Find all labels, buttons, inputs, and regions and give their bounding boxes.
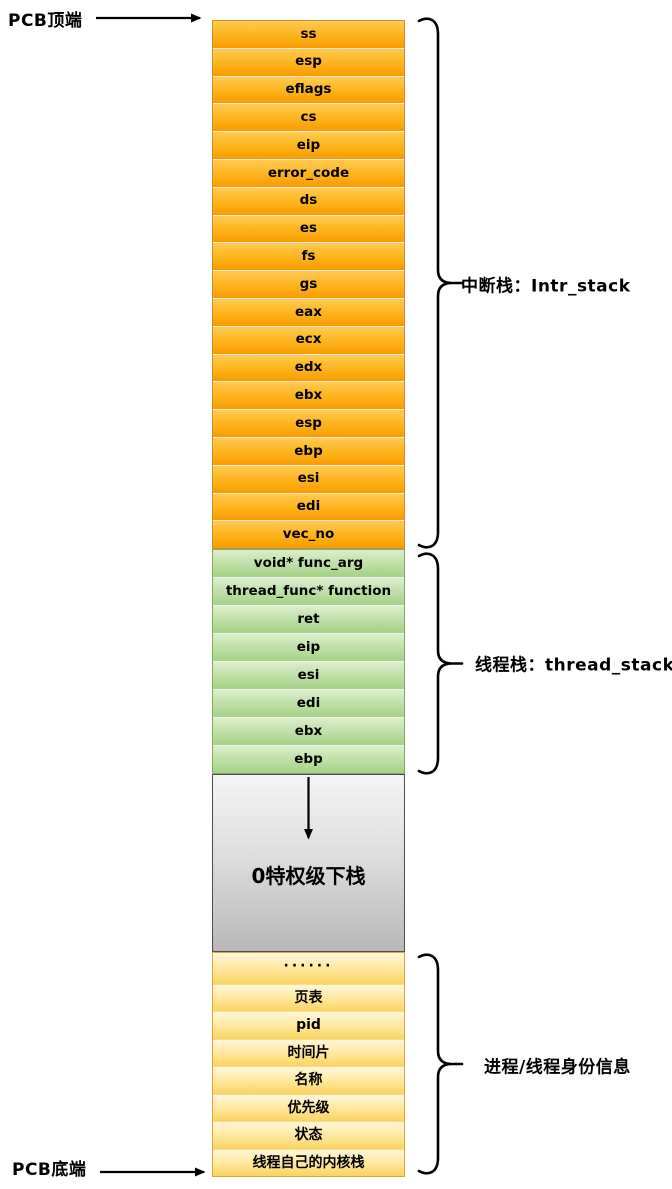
stack-cell: ebx bbox=[213, 382, 404, 411]
stack-cell: es bbox=[213, 215, 404, 244]
stack-cell: ······ bbox=[213, 953, 404, 985]
identity-info-section-label: 进程/线程身份信息 bbox=[484, 1057, 631, 1078]
stack-cell: 优先级 bbox=[213, 1094, 404, 1122]
pcb-bottom-label: PCB底端 bbox=[12, 1160, 87, 1180]
stack-cell: ebp bbox=[213, 746, 404, 773]
stack-cell: ebx bbox=[213, 718, 404, 746]
stack-cell: ecx bbox=[213, 326, 404, 355]
stack-cell: esi bbox=[213, 662, 404, 690]
stack-cell: 名称 bbox=[213, 1067, 404, 1095]
section-zero-privilege-area: 0特权级下栈 bbox=[212, 774, 405, 952]
stack-cell: vec_no bbox=[213, 521, 404, 549]
stack-cell: ret bbox=[213, 606, 404, 634]
thread-stack-brace bbox=[417, 552, 453, 775]
stack-cell: esp bbox=[213, 48, 404, 77]
stack-cell: ebp bbox=[213, 437, 404, 466]
stack-cell: esp bbox=[213, 410, 404, 438]
stack-cell: eip bbox=[213, 132, 404, 160]
stack-cell: fs bbox=[213, 243, 404, 272]
stack-cell: 时间片 bbox=[213, 1039, 404, 1067]
stack-cell: esi bbox=[213, 465, 404, 494]
stack-cell: eip bbox=[213, 634, 404, 662]
zero-privilege-label: 0特权级下栈 bbox=[251, 864, 366, 888]
thread-stack-section-label: 线程栈：thread_stack bbox=[475, 655, 672, 676]
stack-cell: thread_func* function bbox=[213, 578, 404, 606]
stack-cell: error_code bbox=[213, 159, 404, 188]
stack-cell: ss bbox=[213, 21, 404, 49]
stack-cell: cs bbox=[213, 104, 404, 133]
stack-cell: gs bbox=[213, 271, 404, 299]
intr-stack-section-label: 中断栈：Intr_stack bbox=[461, 276, 631, 297]
stack-cell: ds bbox=[213, 187, 404, 216]
stack-cell: 状态 bbox=[213, 1122, 404, 1150]
stack-cell: edi bbox=[213, 690, 404, 718]
stack-cell: edx bbox=[213, 354, 404, 383]
pcb-top-label: PCB顶端 bbox=[8, 11, 83, 31]
stack-cell: eflags bbox=[213, 76, 404, 105]
stack-cell: void* func_arg bbox=[213, 550, 404, 578]
stack-cell: edi bbox=[213, 493, 404, 522]
stack-cell: eax bbox=[213, 298, 404, 327]
identity-info-brace bbox=[417, 953, 453, 1175]
stack-cell: 线程自己的内核栈 bbox=[213, 1149, 404, 1176]
stack-cell: pid bbox=[213, 1012, 404, 1040]
intr-stack-brace bbox=[417, 17, 453, 549]
stack-cell: 页表 bbox=[213, 984, 404, 1012]
